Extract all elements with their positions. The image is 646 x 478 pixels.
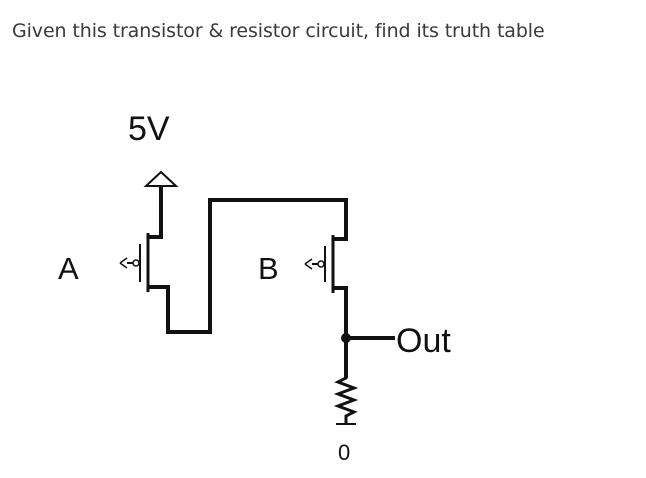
wire-supply-to-a: [148, 186, 163, 239]
resistor-icon: [333, 372, 359, 424]
supply-arrow-icon: [143, 170, 179, 187]
wire-b-to-output: [333, 286, 348, 378]
input-a-label: A: [58, 251, 79, 286]
input-b-label: B: [258, 251, 279, 286]
gate-bubble-b-icon: [317, 260, 325, 268]
supply-voltage-label: 5V: [128, 110, 170, 148]
transistor-b: [304, 235, 335, 293]
wire-a-to-b: [148, 198, 348, 334]
ground-label: 0: [338, 440, 350, 465]
question-text: Given this transistor & resistor circuit…: [12, 20, 545, 42]
transistor-a: [119, 233, 150, 292]
output-label: Out: [396, 322, 451, 360]
gate-bubble-a-icon: [132, 259, 140, 267]
